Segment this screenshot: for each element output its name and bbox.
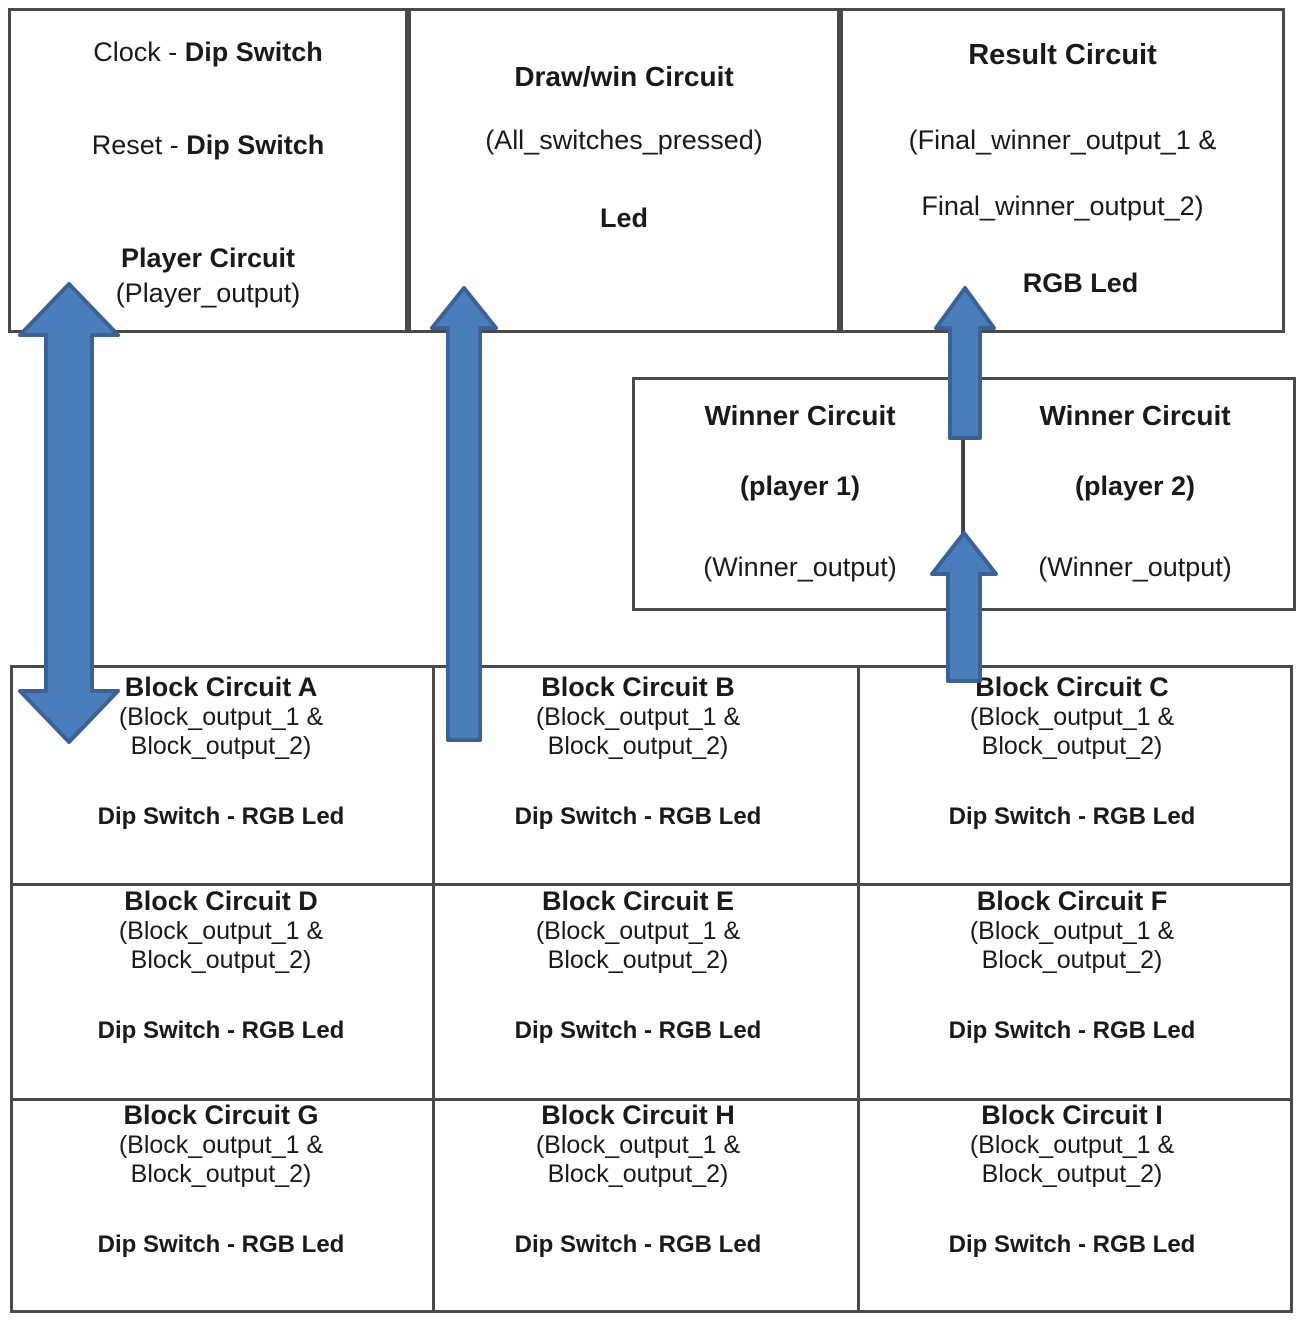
winner-left-player-wrap: (player 1)	[650, 471, 950, 502]
draw-win-circuit-box: Draw/win Circuit (All_switches_pressed) …	[408, 8, 840, 333]
result-circuit-output-2: Final_winner_output_2)	[921, 191, 1204, 221]
block-g-out1: (Block_output_1 &	[118, 1131, 324, 1159]
block-h-title: Block Circuit H	[541, 1100, 735, 1130]
block-cell-i: Block Circuit I (Block_output_1 & Block_…	[857, 1100, 1287, 1259]
winner-left-output-wrap: (Winner_output)	[650, 552, 950, 583]
block-cell-c: Block Circuit C (Block_output_1 & Block_…	[857, 672, 1287, 831]
grid-divider-v1	[432, 668, 435, 1310]
block-cell-b: Block Circuit B (Block_output_1 & Block_…	[432, 672, 844, 831]
block-g-out2: Block_output_2)	[130, 1160, 312, 1188]
winner-box-divider	[961, 380, 963, 608]
block-cell-h: Block Circuit H (Block_output_1 & Block_…	[432, 1100, 844, 1259]
block-h-out1: (Block_output_1 &	[535, 1131, 741, 1159]
block-c-out1: (Block_output_1 &	[969, 703, 1175, 731]
block-d-out2: Block_output_2)	[130, 946, 312, 974]
block-b-out2: Block_output_2)	[547, 732, 729, 760]
reset-device: Dip Switch	[186, 130, 325, 160]
block-d-io: Dip Switch - RGB Led	[97, 1017, 345, 1044]
block-g-io: Dip Switch - RGB Led	[97, 1231, 345, 1258]
arrow-block-b-to-drawwin-icon	[430, 286, 498, 742]
clock-device: Dip Switch	[184, 37, 323, 67]
winner-right-output: (Winner_output)	[1038, 552, 1232, 582]
block-f-out1: (Block_output_1 &	[969, 917, 1175, 945]
grid-divider-v2	[857, 668, 860, 1310]
winner-left-player: (player 1)	[739, 471, 861, 501]
block-c-title: Block Circuit C	[975, 672, 1169, 702]
winner-right-group: Winner Circuit	[985, 400, 1285, 432]
block-g-title: Block Circuit G	[123, 1100, 319, 1130]
block-i-out1: (Block_output_1 &	[969, 1131, 1175, 1159]
grid-divider-h2	[13, 1098, 1290, 1101]
player-circuit-output: (Player_output)	[115, 278, 301, 309]
winner-left-group: Winner Circuit	[650, 400, 950, 432]
block-e-out2: Block_output_2)	[547, 946, 729, 974]
block-c-out2: Block_output_2)	[981, 732, 1163, 760]
block-b-out1: (Block_output_1 &	[535, 703, 741, 731]
block-h-out2: Block_output_2)	[547, 1160, 729, 1188]
block-e-out1: (Block_output_1 &	[535, 917, 741, 945]
block-b-io: Dip Switch - RGB Led	[514, 803, 762, 830]
block-a-io: Dip Switch - RGB Led	[97, 803, 345, 830]
block-i-title: Block Circuit I	[981, 1100, 1163, 1130]
draw-win-output: (All_switches_pressed)	[485, 125, 763, 155]
block-a-title: Block Circuit A	[124, 672, 318, 702]
result-circuit-output-1: (Final_winner_output_1 &	[908, 125, 1217, 155]
winner-left-output: (Winner_output)	[703, 552, 897, 582]
block-cell-f: Block Circuit F (Block_output_1 & Block_…	[857, 886, 1287, 1045]
block-h-io: Dip Switch - RGB Led	[514, 1231, 762, 1258]
block-f-out2: Block_output_2)	[981, 946, 1163, 974]
player-circuit-box: Clock - Dip Switch Reset - Dip Switch Pl…	[8, 8, 408, 333]
player-circuit-title: Player Circuit	[120, 243, 296, 273]
block-cell-a: Block Circuit A (Block_output_1 & Block_…	[13, 672, 429, 831]
result-circuit-box: Result Circuit (Final_winner_output_1 & …	[840, 8, 1285, 333]
block-i-out2: Block_output_2)	[981, 1160, 1163, 1188]
block-cell-e: Block Circuit E (Block_output_1 & Block_…	[432, 886, 844, 1045]
result-circuit-title: Result Circuit	[968, 39, 1157, 71]
block-e-io: Dip Switch - RGB Led	[514, 1017, 762, 1044]
draw-win-title: Draw/win Circuit	[514, 61, 734, 92]
block-a-out1: (Block_output_1 &	[118, 703, 324, 731]
block-circuit-grid	[10, 665, 1293, 1313]
arrow-player-to-block-a-icon	[18, 282, 120, 744]
block-i-io: Dip Switch - RGB Led	[948, 1231, 1196, 1258]
block-c-io: Dip Switch - RGB Led	[948, 803, 1196, 830]
winner-right-title: Winner Circuit	[1039, 400, 1231, 431]
block-b-title: Block Circuit B	[541, 672, 735, 702]
winner-left-title: Winner Circuit	[704, 400, 896, 431]
arrow-block-c-to-winner-icon	[930, 531, 998, 683]
block-d-out1: (Block_output_1 &	[118, 917, 324, 945]
clock-label: Clock -	[93, 37, 185, 67]
block-a-out2: Block_output_2)	[130, 732, 312, 760]
block-d-title: Block Circuit D	[124, 886, 318, 916]
result-circuit-device: RGB Led	[1022, 268, 1139, 298]
reset-label: Reset -	[91, 130, 187, 160]
block-cell-d: Block Circuit D (Block_output_1 & Block_…	[13, 886, 429, 1045]
block-f-title: Block Circuit F	[976, 886, 1168, 916]
block-cell-g: Block Circuit G (Block_output_1 & Block_…	[13, 1100, 429, 1259]
arrow-winner-to-result-icon	[934, 286, 996, 440]
winner-to-result-connector-line	[963, 437, 965, 537]
block-f-io: Dip Switch - RGB Led	[948, 1017, 1196, 1044]
winner-right-player-wrap: (player 2)	[985, 471, 1285, 502]
draw-win-device: Led	[599, 203, 648, 233]
winner-right-output-wrap: (Winner_output)	[985, 552, 1285, 583]
block-e-title: Block Circuit E	[541, 886, 735, 916]
grid-divider-h1	[13, 883, 1290, 886]
winner-right-player: (player 2)	[1074, 471, 1196, 501]
